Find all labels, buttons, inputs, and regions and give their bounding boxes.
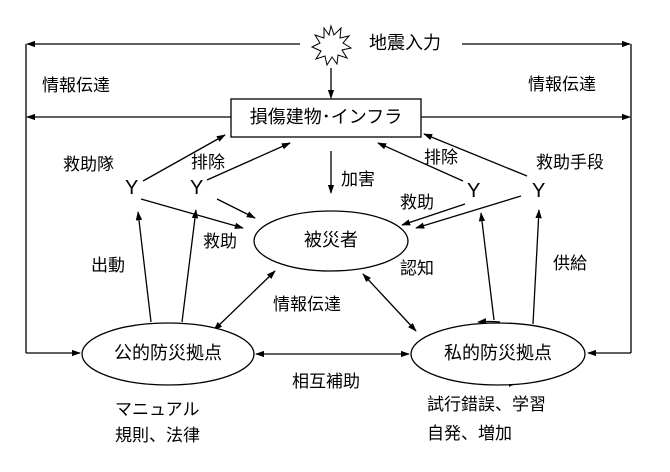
mutual-aid-label: 相互補助 — [292, 372, 360, 392]
rescue-right-label: 救助 — [400, 193, 434, 213]
dispatch-arrow-2 — [181, 209, 199, 323]
victims-label: 被災者 — [304, 230, 358, 251]
public-base-ellipse — [81, 322, 255, 386]
rescue-means-symbol: Y — [532, 180, 546, 202]
private-note-line2: 自発、増加 — [427, 424, 512, 444]
harm-label: 加害 — [341, 170, 375, 190]
removal-right-arrow — [377, 142, 464, 182]
dispatch-label: 出動 — [91, 256, 125, 276]
rescue-means-rescue-arrow — [415, 195, 522, 229]
explosion-icon — [310, 24, 353, 67]
dispatch-arrow-1 — [135, 211, 152, 323]
victims-private-recognition-arrow — [362, 273, 417, 332]
damaged-infrastructure-box — [230, 98, 422, 138]
rescue-team-rescue-arrow — [140, 198, 244, 229]
supply-arrow-2 — [532, 209, 542, 325]
private-base-label: 私的防災拠点 — [444, 343, 552, 364]
info-transfer-left-label: 情報伝達 — [42, 76, 110, 96]
supply-label: 供給 — [553, 254, 587, 274]
removal-left-label: 排除 — [191, 153, 225, 173]
public-note-line1: マニュアル — [115, 400, 200, 420]
removal-agent-right-symbol: Y — [467, 180, 481, 202]
rescue-right-arrow — [401, 203, 466, 226]
removal-left-arrow — [206, 142, 291, 181]
damaged-infrastructure-label: 損傷建物･インフラ — [249, 107, 403, 128]
earthquake-input-label: 地震入力 — [369, 33, 441, 54]
public-note-line2: 規則、法律 — [115, 426, 200, 446]
info-transfer-center-label: 情報伝達 — [273, 295, 341, 315]
public-base-label: 公的防災拠点 — [114, 343, 222, 364]
rescue-means-label: 救助手段 — [536, 153, 604, 173]
supply-arrow-1 — [478, 212, 495, 321]
private-base-ellipse — [410, 322, 586, 386]
rescue-team-removal-arrow — [142, 134, 226, 182]
victims-ellipse — [253, 210, 409, 272]
recognition-label: 認知 — [400, 259, 434, 279]
public-victims-info-arrow — [213, 270, 276, 331]
private-loop-top-arrow — [477, 318, 501, 325]
rescue-left-arrow — [216, 198, 256, 219]
rescue-team-label: 救助隊 — [63, 155, 114, 175]
rescue-team-symbol: Y — [125, 177, 139, 199]
info-transfer-right-label: 情報伝達 — [528, 75, 596, 95]
private-note-line1: 試行錯誤、学習 — [427, 395, 546, 415]
rescue-means-removal-arrow — [423, 133, 528, 177]
removal-right-label: 排除 — [424, 148, 458, 168]
removal-agent-left-symbol: Y — [190, 177, 204, 199]
rescue-left-label: 救助 — [203, 232, 237, 252]
